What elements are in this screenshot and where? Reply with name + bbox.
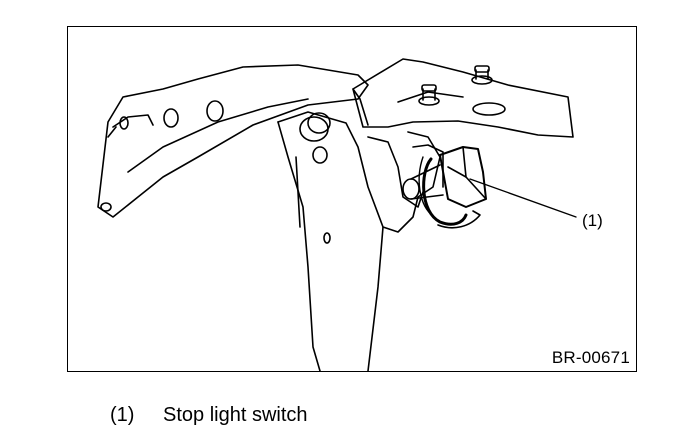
- caption-text: Stop light switch: [163, 404, 308, 426]
- pedal-assembly-illustration: [97, 58, 577, 371]
- caption: (1) Stop light switch: [110, 403, 308, 427]
- figure-code: BR-00671: [551, 348, 630, 367]
- caption-number: (1): [110, 404, 135, 426]
- figure-frame: (1) BR-00671: [67, 26, 637, 372]
- callout-label: (1): [582, 211, 603, 230]
